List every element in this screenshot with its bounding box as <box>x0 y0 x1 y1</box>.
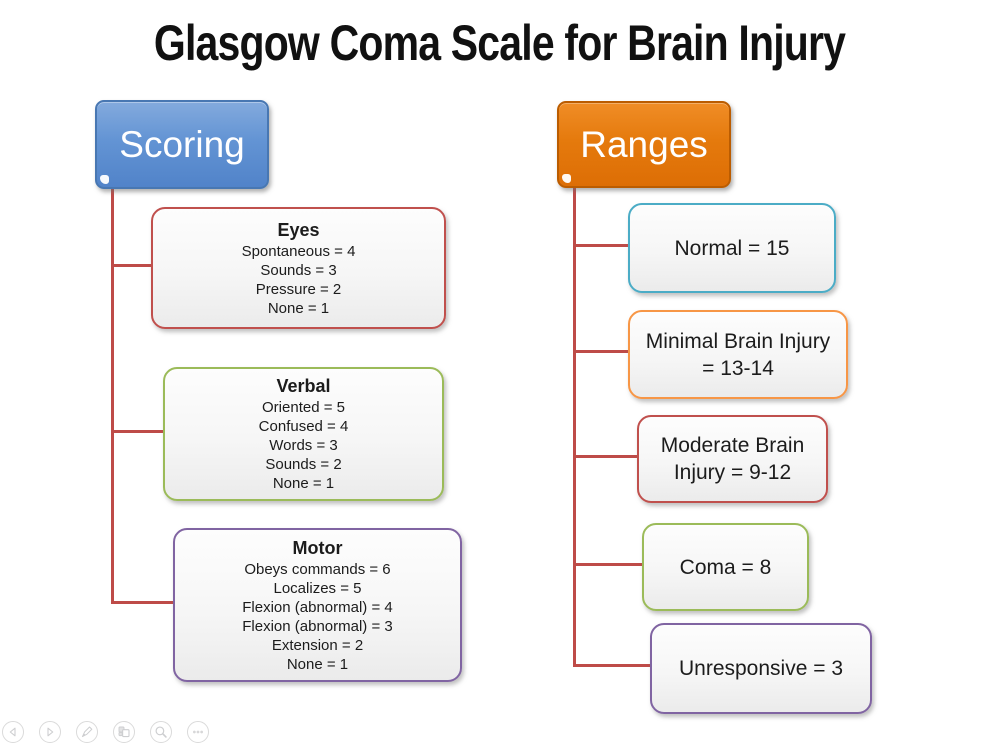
eyes-line: Sounds = 3 <box>260 261 337 279</box>
verbal-line: Words = 3 <box>269 437 338 454</box>
motor-line: Extension = 2 <box>271 636 364 654</box>
motor-box: Motor Obeys commands = 6 Localizes = 5 F… <box>173 528 462 682</box>
ranges-header-box: Ranges <box>557 101 731 188</box>
verbal-title: Verbal <box>276 376 331 396</box>
pen-annotate-button[interactable] <box>76 721 98 743</box>
magnifier-icon <box>155 726 167 738</box>
connector-ranges-trunk <box>573 182 576 667</box>
range-unresponsive-box: Unresponsive = 3 <box>650 623 872 714</box>
more-options-button[interactable] <box>187 721 209 743</box>
connector-ranges-normal <box>573 244 628 247</box>
eyes-box: Eyes Spontaneous = 4 Sounds = 3 Pressure… <box>151 207 446 329</box>
ellipsis-icon <box>193 730 203 734</box>
range-moderate-label: Moderate Brain Injury = 9-12 <box>660 434 805 484</box>
connector-scoring-eyes <box>111 264 151 267</box>
connector-ranges-minimal <box>573 350 628 353</box>
eyes-title: Eyes <box>277 219 320 240</box>
scoring-header-label: Scoring <box>119 123 245 165</box>
connector-scoring-verbal <box>111 430 163 433</box>
ranges-header-label: Ranges <box>580 123 708 165</box>
previous-slide-button[interactable] <box>2 721 24 743</box>
zoom-button[interactable] <box>150 721 172 743</box>
connector-scoring-trunk <box>111 184 114 604</box>
next-slide-button[interactable] <box>39 721 61 743</box>
motor-line: Localizes = 5 <box>273 579 362 597</box>
range-minimal-label: Minimal Brain Injury = 13-14 <box>645 329 831 380</box>
connector-ranges-coma <box>573 563 642 566</box>
connector-scoring-motor <box>111 601 173 604</box>
reading-view-toolbar <box>2 721 209 743</box>
eyes-line: None = 1 <box>267 299 330 317</box>
verbal-line: None = 1 <box>272 475 335 492</box>
range-normal-label: Normal = 15 <box>674 236 790 260</box>
motor-line: None = 1 <box>286 655 349 673</box>
chevron-left-icon <box>9 727 16 737</box>
verbal-line: Confused = 4 <box>258 418 349 435</box>
slide-title: Glasgow Coma Scale for Brain Injury <box>154 15 846 71</box>
motor-title: Motor <box>292 537 343 558</box>
range-moderate-box: Moderate Brain Injury = 9-12 <box>637 415 828 503</box>
slides-grid-icon <box>118 726 130 738</box>
range-normal-box: Normal = 15 <box>628 203 836 293</box>
range-coma-label: Coma = 8 <box>679 555 772 579</box>
eyes-line: Pressure = 2 <box>255 280 342 298</box>
range-unresponsive-label: Unresponsive = 3 <box>678 657 843 680</box>
motor-line: Flexion (abnormal) = 3 <box>242 617 393 635</box>
range-minimal-box: Minimal Brain Injury = 13-14 <box>628 310 848 399</box>
slide-title-wrap: Glasgow Coma Scale for Brain Injury <box>0 14 1000 72</box>
motor-line: Obeys commands = 6 <box>244 560 391 578</box>
verbal-box: Verbal Oriented = 5 Confused = 4 Words =… <box>163 367 444 501</box>
connector-ranges-moderate <box>573 455 637 458</box>
pen-icon <box>81 726 93 738</box>
verbal-line: Sounds = 2 <box>265 456 342 473</box>
chevron-right-icon <box>47 727 54 737</box>
motor-line: Flexion (abnormal) = 4 <box>242 598 393 616</box>
scoring-header-box: Scoring <box>95 100 269 189</box>
slide-sorter-button[interactable] <box>113 721 135 743</box>
range-coma-box: Coma = 8 <box>642 523 809 611</box>
connector-ranges-unresponsive <box>573 664 650 667</box>
eyes-line: Spontaneous = 4 <box>241 242 356 260</box>
verbal-line: Oriented = 5 <box>262 399 345 416</box>
